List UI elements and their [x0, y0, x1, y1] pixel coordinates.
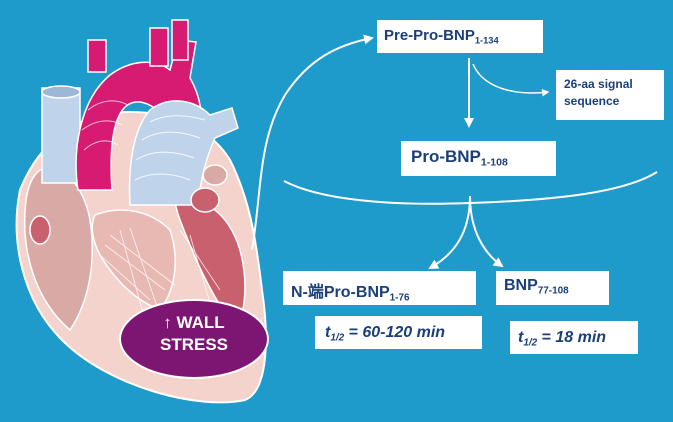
chordae-lines: [99, 227, 221, 321]
arrow-to-signal-sequence: [472, 63, 550, 97]
half-life-symbol: t: [518, 329, 524, 346]
preprobnp-box: Pre-Pro-BNP1-134: [377, 20, 543, 53]
wall-stress-line1: ↑ WALL: [163, 313, 225, 332]
half-life-value: = 60-120 min: [344, 324, 446, 341]
vena-cava: [41, 87, 81, 184]
arrow-to-bnp: [469, 195, 504, 268]
heart-left-chamber: [23, 167, 93, 332]
preprobnp-subscript: 1-134: [474, 35, 499, 46]
aorta-branch-1: [87, 39, 107, 73]
pulmonary-rings: [134, 115, 206, 181]
half-life-value: = 18 min: [537, 329, 607, 346]
pulmonary-vein: [190, 187, 220, 213]
arrow-to-ntprobnp: [428, 195, 471, 269]
probnp-subscript: 1-108: [480, 156, 508, 169]
ntprobnp-half-life-box: t1/2 = 60-120 min: [315, 316, 482, 349]
wall-stress-label: ↑ WALL STRESS: [120, 300, 268, 378]
aorta: [75, 39, 203, 191]
ntprobnp-label: N-端Pro-BNP: [291, 284, 390, 301]
bnp-half-life-box: t1/2 = 18 min: [510, 321, 638, 354]
wall-stress-line2: STRESS: [159, 335, 229, 354]
signal-sequence-label: 26-aa signal sequence: [564, 77, 633, 108]
arrow-heart-to-preprobnp: [251, 34, 374, 251]
probnp-label: Pro-BNP: [411, 147, 481, 166]
bnp-subscript: 77-108: [537, 285, 569, 297]
aorta-branch-2: [149, 27, 169, 67]
ntprobnp-box: N-端Pro-BNP1-76: [283, 271, 476, 305]
wall-stress-ellipse: [119, 299, 269, 379]
probnp-box: Pro-BNP1-108: [401, 141, 556, 176]
ntprobnp-subscript: 1-76: [389, 292, 410, 304]
signal-sequence-box: 26-aa signal sequence: [556, 70, 664, 120]
aorta-branch-3: [171, 19, 189, 61]
half-life-subscript: 1/2: [330, 332, 345, 344]
half-life-symbol: t: [325, 324, 331, 341]
aorta-rings: [81, 100, 129, 151]
half-life-subscript: 1/2: [523, 337, 538, 349]
bnp-box: BNP77-108: [496, 271, 609, 305]
bnp-label: BNP: [504, 277, 538, 294]
preprobnp-label: Pre-Pro-BNP: [384, 27, 475, 44]
